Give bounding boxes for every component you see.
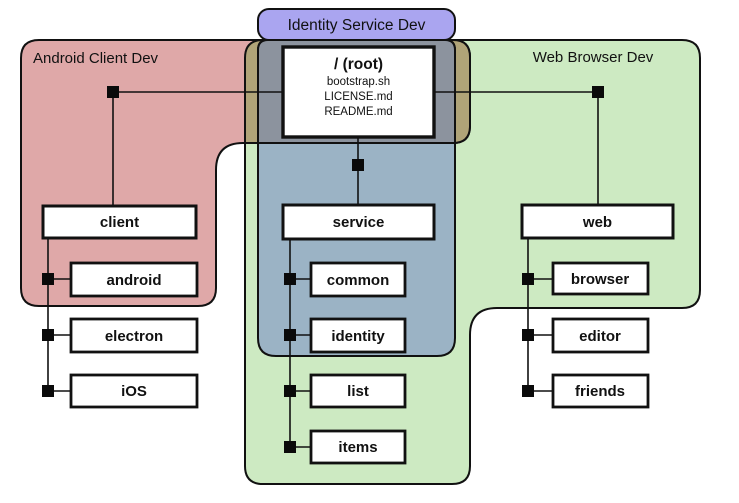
node-browser-box bbox=[551, 261, 650, 296]
node-client-label: client bbox=[100, 214, 139, 231]
root-file-readme: README.md bbox=[324, 106, 392, 118]
junction-icon bbox=[592, 86, 604, 98]
node-client-box bbox=[41, 204, 198, 240]
junction-icon bbox=[522, 385, 534, 397]
node-friends-label: friends bbox=[575, 383, 625, 400]
node-service-box bbox=[281, 203, 436, 241]
node-list-label: list bbox=[347, 383, 369, 400]
node-web-box bbox=[520, 203, 675, 240]
junction-icon bbox=[42, 329, 54, 341]
identity-service-dev-label: Identity Service Dev bbox=[288, 17, 426, 34]
node-ios-label: iOS bbox=[121, 383, 147, 400]
junction-icon bbox=[42, 273, 54, 285]
node-editor-label: editor bbox=[579, 328, 621, 345]
node-android-label: android bbox=[107, 272, 162, 289]
node-browser-label: browser bbox=[571, 271, 630, 288]
root-file-bootstrap: bootstrap.sh bbox=[327, 76, 390, 88]
junction-icon bbox=[522, 273, 534, 285]
web-browser-dev-label: Web Browser Dev bbox=[533, 49, 654, 66]
node-items-label: items bbox=[338, 439, 377, 456]
root-node-title: / (root) bbox=[334, 56, 383, 73]
junction-icon bbox=[284, 385, 296, 397]
junction-icon bbox=[352, 159, 364, 171]
junction-squares bbox=[42, 86, 604, 453]
junction-icon bbox=[107, 86, 119, 98]
node-editor-box bbox=[551, 317, 650, 354]
root-file-license: LICENSE.md bbox=[324, 91, 392, 103]
android-client-dev-label: Android Client Dev bbox=[33, 50, 159, 67]
node-ios-box bbox=[69, 373, 199, 409]
node-android-box bbox=[69, 261, 199, 298]
junction-icon bbox=[284, 441, 296, 453]
junction-icon bbox=[522, 329, 534, 341]
junction-icon bbox=[284, 329, 296, 341]
node-web-label: web bbox=[582, 214, 612, 231]
node-identity-box bbox=[309, 317, 407, 354]
node-common-label: common bbox=[327, 272, 390, 289]
node-friends-box bbox=[551, 373, 650, 409]
node-list-box bbox=[309, 373, 407, 409]
node-items-box bbox=[309, 429, 407, 465]
node-common-box bbox=[309, 261, 407, 298]
node-service-label: service bbox=[333, 214, 385, 231]
node-electron-label: electron bbox=[105, 328, 163, 345]
node-electron-box bbox=[69, 317, 199, 354]
node-identity-label: identity bbox=[331, 328, 385, 345]
junction-icon bbox=[42, 385, 54, 397]
junction-icon bbox=[284, 273, 296, 285]
node-root-box bbox=[281, 45, 436, 139]
